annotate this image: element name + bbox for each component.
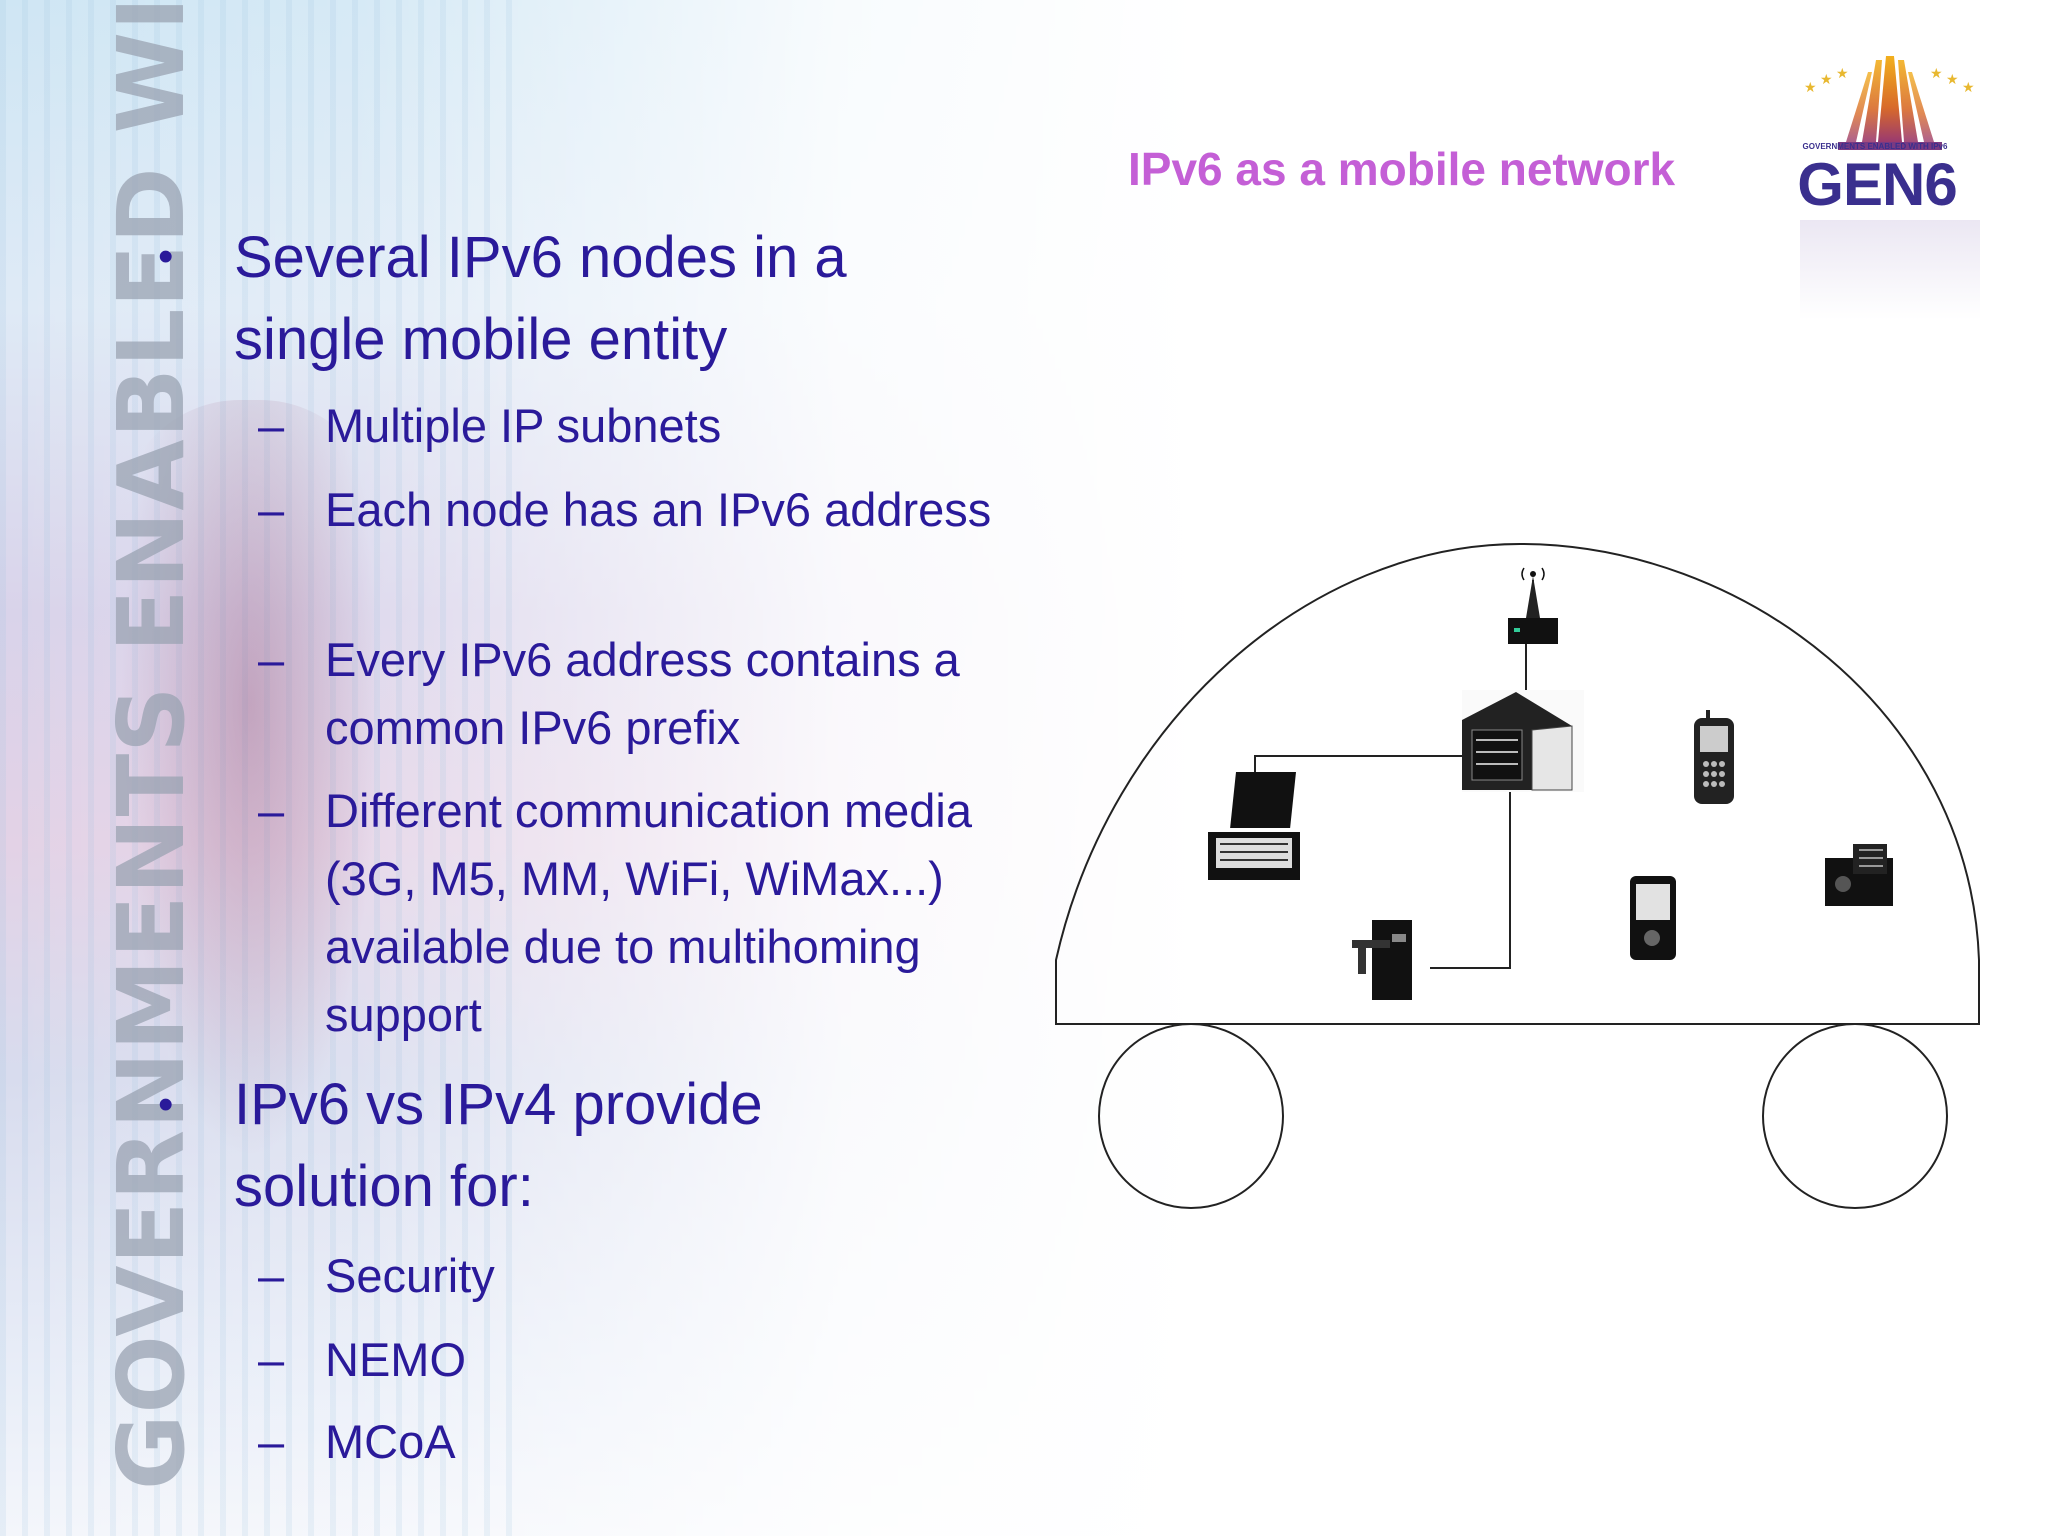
mobile-phone-icon (1694, 710, 1734, 804)
svg-text:★: ★ (1930, 66, 1943, 82)
subitem-text: MCoA (325, 1415, 456, 1468)
svg-text:★: ★ (1820, 72, 1833, 88)
svg-text:★: ★ (1836, 66, 1849, 82)
subitem-text: Security (325, 1249, 495, 1302)
subitem-text: Each node has an IPv6 address (325, 483, 992, 536)
subitem-text: Different communication media (3G, M5, M… (325, 784, 972, 1041)
vehicle-wheel-right (1762, 1023, 1948, 1209)
dash-marker: – (258, 483, 285, 536)
logo-wordmark: GEN6 (1797, 151, 1957, 218)
svg-text:★: ★ (1804, 80, 1817, 96)
dash-marker: – (258, 784, 285, 837)
pda-icon (1630, 876, 1676, 960)
svg-text:★: ★ (1946, 72, 1959, 88)
bullet-1-text: Several IPv6 nodes in a single mobile en… (234, 225, 847, 372)
mobile-network-diagram (1055, 542, 1980, 1209)
subitem-text: NEMO (325, 1333, 466, 1386)
desktop-phone-icon (1352, 920, 1412, 1000)
subitem-text: Multiple IP subnets (325, 399, 722, 452)
house-server-icon (1462, 690, 1584, 792)
vehicle-wheel-left (1098, 1023, 1284, 1209)
bullet-marker: • (158, 232, 174, 281)
logo-tagline: GOVERNMENTS ENABLED WITH IPv6 (1802, 142, 1948, 151)
svg-text:★: ★ (1962, 80, 1975, 96)
slide-title: IPv6 as a mobile network (1128, 143, 1676, 195)
dash-marker: – (258, 1415, 285, 1468)
logo-stars-icon: ★ ★ ★ ★ ★ ★ (1804, 66, 1975, 96)
vehicle-dome (1055, 542, 1980, 1025)
bullet-2-text: IPv6 vs IPv4 provide solution for: (234, 1072, 763, 1219)
gen6-logo: ★ ★ ★ ★ ★ ★ (1804, 56, 1975, 150)
logo-rays-icon (1838, 56, 1942, 150)
bullet-marker: • (158, 1080, 174, 1129)
antenna-router-icon (1508, 567, 1558, 644)
slide-body: • Several IPv6 nodes in a single mobile … (158, 225, 992, 1468)
subitem-text: Every IPv6 address contains a common IPv… (325, 633, 960, 754)
logo-reflection (1800, 220, 1980, 320)
background-gradient (0, 0, 1200, 1536)
laptop-icon (1208, 772, 1300, 880)
background-figure (120, 400, 380, 1160)
dash-marker: – (258, 399, 285, 452)
dash-marker: – (258, 633, 285, 686)
camera-icon (1825, 844, 1893, 906)
dash-marker: – (258, 1249, 285, 1302)
background-streaks (0, 0, 520, 1536)
dash-marker: – (258, 1333, 285, 1386)
